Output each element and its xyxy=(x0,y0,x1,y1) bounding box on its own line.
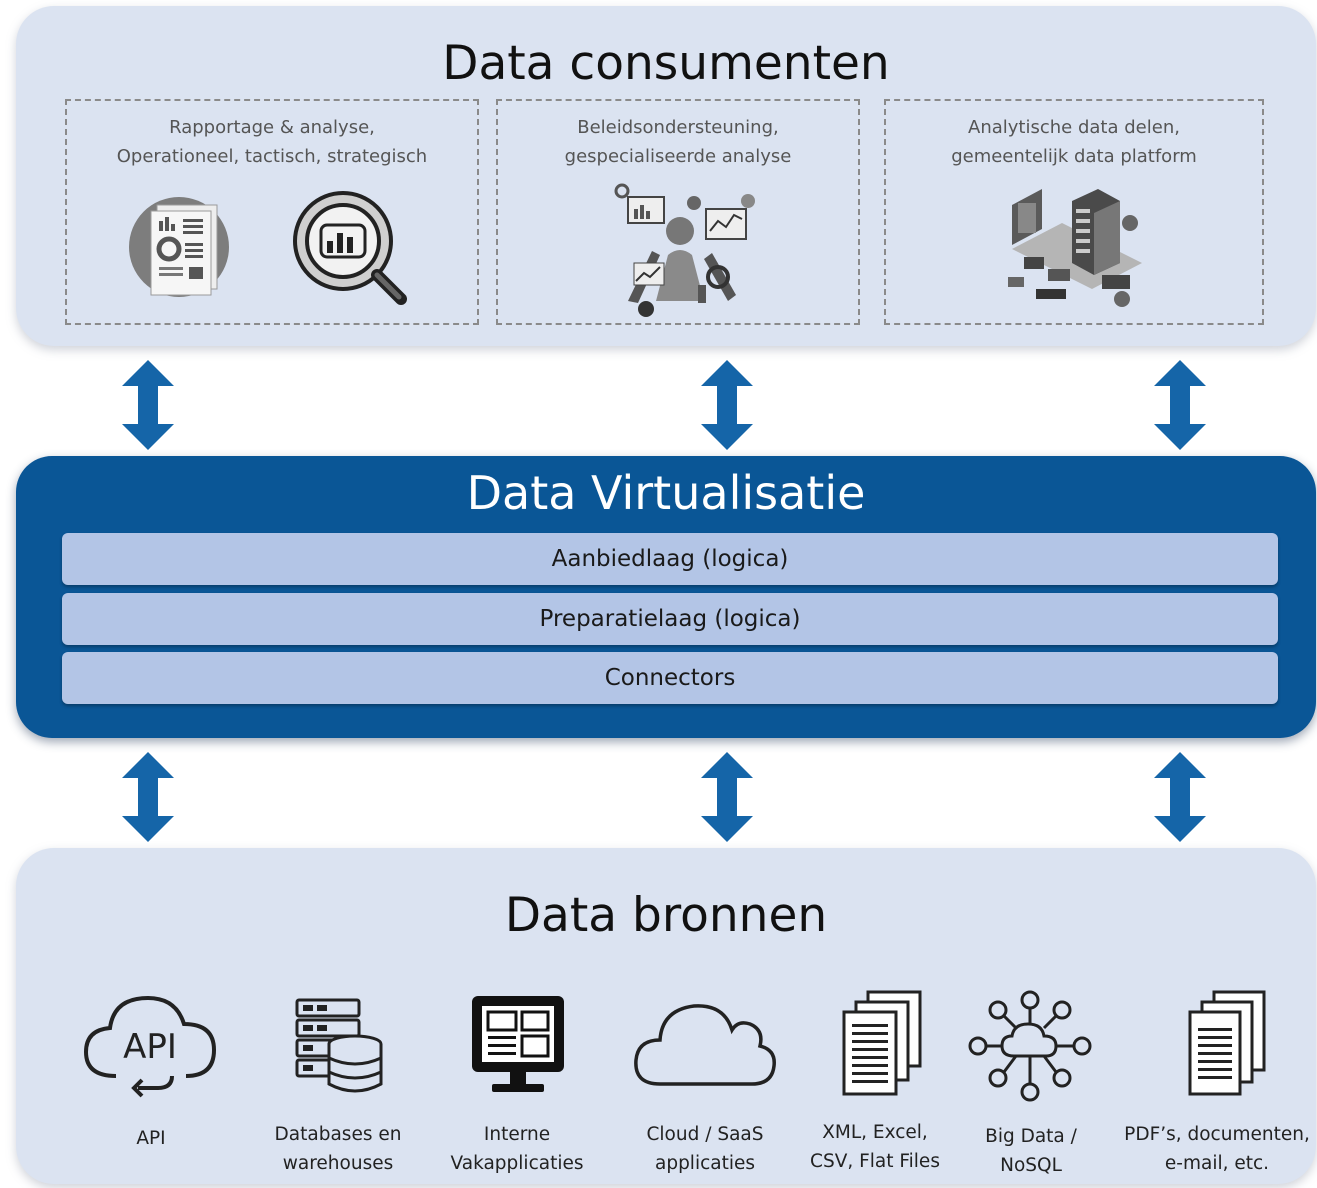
analyst-tools-icon xyxy=(614,183,755,317)
cloud-icon xyxy=(634,1004,776,1086)
source-label-line1: Cloud / SaaS xyxy=(646,1124,764,1145)
source-label: API xyxy=(66,1124,236,1153)
consumer-box-line1: Analytische data delen, xyxy=(968,117,1180,138)
source-label-line2: CSV, Flat Files xyxy=(810,1151,940,1172)
network-cloud-icon xyxy=(968,990,1092,1102)
double-arrow-icon xyxy=(1154,752,1206,842)
source-label-line1: PDF’s, documenten, xyxy=(1124,1124,1310,1145)
double-arrow-icon xyxy=(122,752,174,842)
consumer-box-line1: Beleidsondersteuning, xyxy=(577,117,779,138)
double-arrow-icon xyxy=(122,360,174,450)
sources-panel: Data bronnen API API xyxy=(16,848,1316,1184)
consumer-box-policy: Beleidsondersteuning, gespecialiseerde a… xyxy=(496,99,860,325)
double-arrow-icon xyxy=(701,752,753,842)
source-label: Cloud / SaaS applicaties xyxy=(620,1120,790,1178)
consumers-panel: Data consumenten Rapportage & analyse, O… xyxy=(16,6,1316,346)
virtualisation-panel: Data Virtualisatie Aanbiedlaag (logica) … xyxy=(16,456,1316,738)
source-cloud: Cloud / SaaS applicaties xyxy=(620,988,790,1174)
source-files: XML, Excel, CSV, Flat Files xyxy=(790,988,960,1172)
consumer-box-reporting: Rapportage & analyse, Operationeel, tact… xyxy=(65,99,479,325)
virtualisation-title: Data Virtualisatie xyxy=(466,466,866,520)
source-label-line1: Interne xyxy=(483,1124,551,1145)
layer-presentation: Aanbiedlaag (logica) xyxy=(62,533,1278,585)
magnifier-chart-icon xyxy=(293,191,407,305)
source-label: Interne Vakapplicaties xyxy=(432,1120,602,1178)
consumer-box-line1: Rapportage & analyse, xyxy=(169,117,375,138)
source-databases: Databases en warehouses xyxy=(253,988,423,1174)
source-api: API API xyxy=(66,988,236,1149)
layer-preparation: Preparatielaag (logica) xyxy=(62,593,1278,645)
file-stack-icon xyxy=(842,990,922,1096)
source-label-line1: API xyxy=(136,1128,166,1149)
data-platform-icon xyxy=(1008,189,1142,307)
source-label-line2: e-mail, etc. xyxy=(1164,1153,1270,1174)
consumer-box-sharing: Analytische data delen, gemeentelijk dat… xyxy=(884,99,1264,325)
source-label-line1: XML, Excel, xyxy=(822,1122,928,1143)
source-label-line2: NoSQL xyxy=(1000,1155,1062,1176)
api-icon-text: API xyxy=(123,1027,177,1067)
api-cloud-icon: API xyxy=(83,995,217,1098)
source-label-line2: Vakapplicaties xyxy=(450,1153,584,1174)
source-label: Databases en warehouses xyxy=(253,1120,423,1178)
source-label: Big Data / NoSQL xyxy=(946,1122,1116,1180)
monitor-app-icon xyxy=(472,996,564,1092)
consumer-box-line2: gespecialiseerde analyse xyxy=(564,146,792,167)
source-documents: PDF’s, documenten, e-mail, etc. xyxy=(1122,988,1312,1174)
source-label-line2: warehouses xyxy=(282,1153,394,1174)
source-label: PDF’s, documenten, e-mail, etc. xyxy=(1122,1120,1312,1178)
consumer-box-line2: Operationeel, tactisch, strategisch xyxy=(116,146,428,167)
source-internal-apps: Interne Vakapplicaties xyxy=(432,988,602,1174)
double-arrow-icon xyxy=(701,360,753,450)
source-label: XML, Excel, CSV, Flat Files xyxy=(790,1118,960,1176)
document-stack-icon xyxy=(1188,990,1266,1096)
consumers-title: Data consumenten xyxy=(442,36,890,91)
source-label-line2: applicaties xyxy=(654,1153,756,1174)
layer-connectors: Connectors xyxy=(62,652,1278,704)
source-bigdata: Big Data / NoSQL xyxy=(946,988,1116,1176)
report-document-icon xyxy=(129,197,229,297)
double-arrow-icon xyxy=(1154,360,1206,450)
source-label-line1: Databases en xyxy=(274,1124,402,1145)
source-label-line1: Big Data / xyxy=(985,1126,1077,1147)
sources-title: Data bronnen xyxy=(504,888,828,943)
database-server-icon xyxy=(295,998,383,1093)
consumer-box-line2: gemeentelijk data platform xyxy=(951,146,1197,167)
